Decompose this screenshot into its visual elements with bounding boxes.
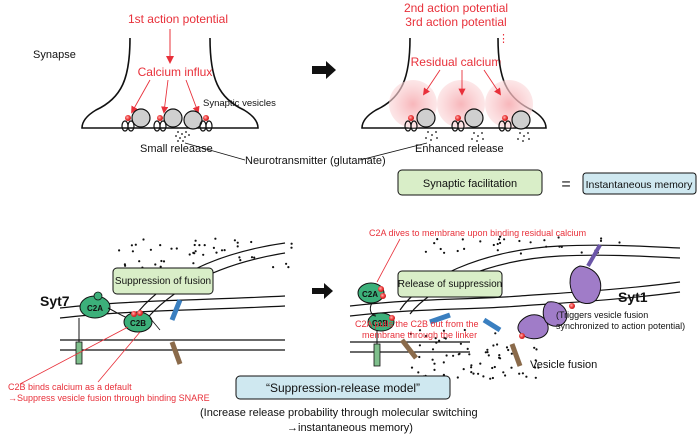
- syt7-c2a-label: C2A: [87, 304, 103, 313]
- residual-calcium-label: Residual calcium: [411, 55, 502, 69]
- calcium-influx-label: Calcium influx: [138, 65, 213, 79]
- synaptic-vesicles-label: Synaptic vesicles: [203, 98, 276, 109]
- neurotransmitter-label: Neurotransmitter (glutamate): [245, 155, 386, 167]
- small-release-label: Small releaase: [140, 143, 213, 155]
- more-action-potentials-dots: ⋮: [498, 33, 509, 45]
- syt1-note-line1: (Triggers vesicle fusion: [556, 310, 648, 320]
- second-action-potential-label: 2nd action potential: [404, 1, 508, 15]
- syt7-active-c2a-label: C2A: [362, 290, 378, 299]
- caption-line1: (Increase release probability through mo…: [200, 407, 478, 419]
- synapse-label: Synapse: [33, 49, 76, 61]
- suppression-of-fusion-box: [112, 267, 214, 295]
- bottom-arrow-right-icon: [312, 283, 333, 299]
- c2b-note-pointer: [19, 326, 141, 385]
- calcium-channels-left: [121, 120, 213, 132]
- syt1-protein: [517, 244, 602, 340]
- syt7-active-c2b-label: C2B: [372, 319, 388, 328]
- released-transmitter-right: [425, 131, 530, 142]
- third-action-potential-label: 3rd action potential: [405, 15, 506, 29]
- c2a-pulls-note-line2: membrane through the linker: [362, 330, 477, 340]
- enhanced-release-label: Enhanced release: [415, 143, 504, 155]
- first-action-potential-label: 1st action potential: [128, 12, 228, 26]
- syt7-c2b-label: C2B: [130, 319, 146, 328]
- snare-complex-left: [149, 299, 183, 365]
- synaptic-facilitation-box: [397, 169, 543, 196]
- calcium-influx-arrows: [131, 79, 200, 114]
- neurotransmitter-pointer-right: [359, 142, 428, 161]
- calcium-channels-right: [404, 120, 512, 132]
- model-title: “Suppression-release model”: [266, 381, 420, 395]
- synaptic-vesicles-right: [416, 108, 531, 130]
- syt7-label: Syt7: [40, 293, 70, 309]
- instantaneous-memory-box: [582, 172, 697, 195]
- c2a-pulls-note-line1: C2A pulls the C2B out from the: [355, 319, 479, 329]
- syt1-note-line2: synchronized to action potential): [556, 321, 685, 331]
- release-of-suppression-box: [397, 270, 503, 298]
- caption-line2: →instantaneous memory): [287, 422, 413, 434]
- arrow-right-icon: [312, 61, 336, 79]
- synaptic-facilitation-label: Synaptic facilitation: [423, 178, 517, 190]
- calcium-ions-right: [408, 115, 508, 121]
- released-transmitter-left: [175, 131, 190, 142]
- syt7-active-protein: [357, 282, 395, 367]
- c2a-dives-pointer: [376, 238, 401, 283]
- syt1-label: Syt1: [618, 289, 648, 305]
- calcium-ion-icon: [125, 115, 209, 121]
- synapse-left: [81, 37, 259, 129]
- neurotransmitter-dots-left: [118, 237, 293, 269]
- residual-calcium-arrows: [423, 69, 501, 96]
- vesicle-fusion-label: Vesicle fusion: [530, 359, 597, 371]
- c2b-note-line1: C2B binds calcium as a default: [8, 382, 132, 392]
- suppression-of-fusion-label: Suppression of fusion: [115, 276, 211, 287]
- instantaneous-memory-label: Instantaneous memory: [586, 179, 694, 191]
- c2b-note-line2: →Suppress vesicle fusion through binding…: [8, 393, 210, 403]
- syt7-protein: [75, 291, 153, 365]
- snare-complex-right: [400, 312, 523, 367]
- synaptic-vesicle-icon: [131, 108, 203, 130]
- release-of-suppression-label: Release of suppression: [398, 279, 503, 290]
- equals-sign: =: [561, 176, 570, 193]
- neurotransmitter-pointer-left: [184, 142, 246, 161]
- c2a-dives-note: C2A dives to membrane upon binding resid…: [369, 228, 586, 238]
- model-title-box: [235, 375, 451, 400]
